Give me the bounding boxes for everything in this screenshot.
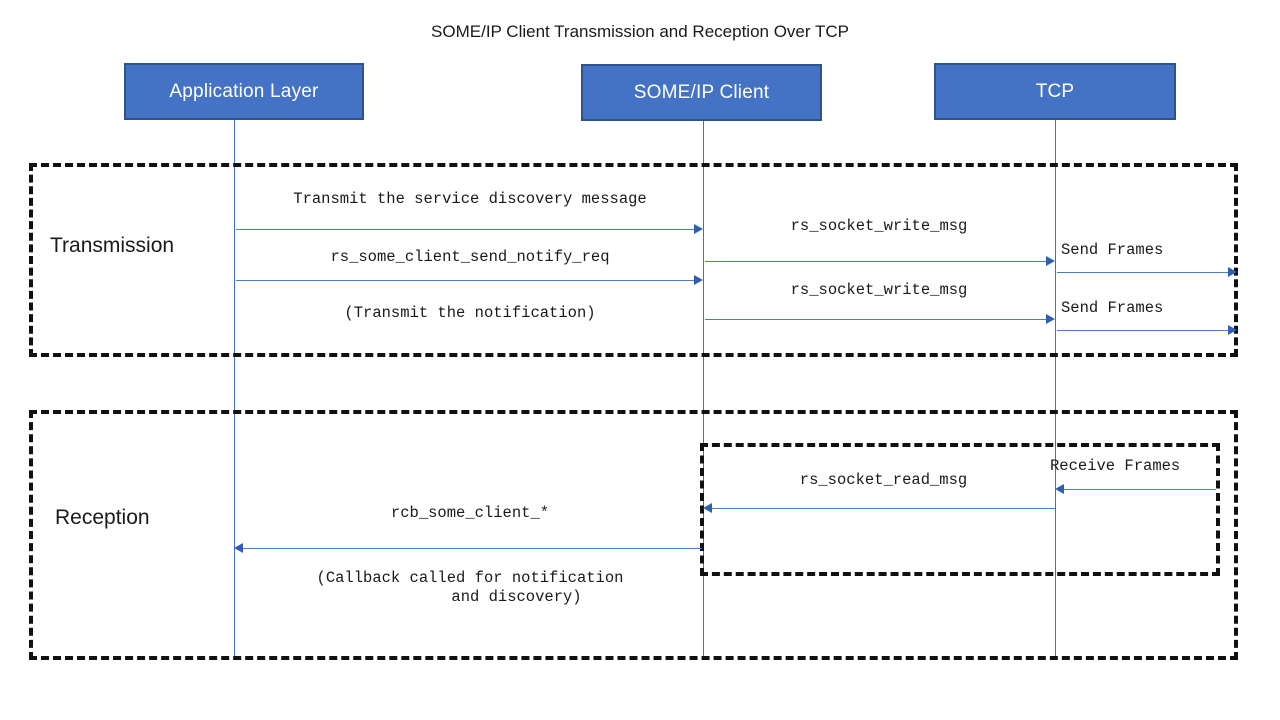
message-arrow-send-notify-req (236, 280, 696, 281)
message-label-send-frames-2: Send Frames (1061, 299, 1164, 317)
arrow-head-left-icon (703, 503, 712, 513)
message-label-send-frames-1: Send Frames (1061, 241, 1164, 259)
message-arrow-rcb-some-client (243, 548, 702, 549)
page-title: SOME/IP Client Transmission and Receptio… (431, 22, 849, 41)
message-label-send-notify-req: rs_some_client_send_notify_req (330, 248, 610, 266)
arrow-head-right-icon (694, 275, 703, 285)
participant-label: SOME/IP Client (633, 81, 770, 103)
participant-someip-client[interactable]: SOME/IP Client (581, 64, 822, 121)
region-reception (29, 410, 1238, 660)
message-label-receive-frames: Receive Frames (1050, 457, 1181, 475)
message-arrow-socket-read-msg (712, 508, 1055, 509)
arrow-head-right-icon (1046, 256, 1055, 266)
message-label-socket-write-msg-1: rs_socket_write_msg (790, 217, 968, 235)
message-arrow-send-frames-1 (1057, 272, 1229, 273)
message-label-transmit-service-discovery: Transmit the service discovery message (293, 190, 647, 208)
region-reception-inner (700, 443, 1220, 576)
message-label-socket-read-msg: rs_socket_read_msg (799, 471, 968, 489)
message-arrow-socket-write-msg-2 (705, 319, 1046, 320)
participant-tcp[interactable]: TCP (934, 63, 1176, 120)
message-label-rcb-some-client: rcb_some_client_* (390, 504, 550, 522)
message-arrow-send-frames-2 (1057, 330, 1229, 331)
participant-application-layer[interactable]: Application Layer (124, 63, 364, 120)
message-label-transmit-the-notification: (Transmit the notification) (344, 304, 596, 322)
arrow-head-right-icon (1228, 325, 1237, 335)
participant-label: TCP (1035, 80, 1075, 102)
message-arrow-socket-write-msg-1 (705, 261, 1046, 262)
message-arrow-transmit-service-discovery (236, 229, 696, 230)
arrow-head-right-icon (1046, 314, 1055, 324)
lifeline-application-layer (234, 120, 235, 660)
region-reception-label: Reception (55, 506, 150, 529)
lifeline-tcp (1055, 120, 1056, 660)
message-label-socket-write-msg-2: rs_socket_write_msg (790, 281, 968, 299)
region-transmission-label: Transmission (50, 234, 175, 257)
message-label-callback-annotation: (Callback called for notification and di… (316, 569, 624, 606)
arrow-head-right-icon (694, 224, 703, 234)
region-transmission (29, 163, 1238, 357)
arrow-head-right-icon (1228, 267, 1237, 277)
lifeline-someip-client (703, 121, 704, 660)
message-arrow-receive-frames (1064, 489, 1216, 490)
participant-label: Application Layer (169, 80, 319, 102)
arrow-head-left-icon (234, 543, 243, 553)
arrow-head-left-icon (1055, 484, 1064, 494)
